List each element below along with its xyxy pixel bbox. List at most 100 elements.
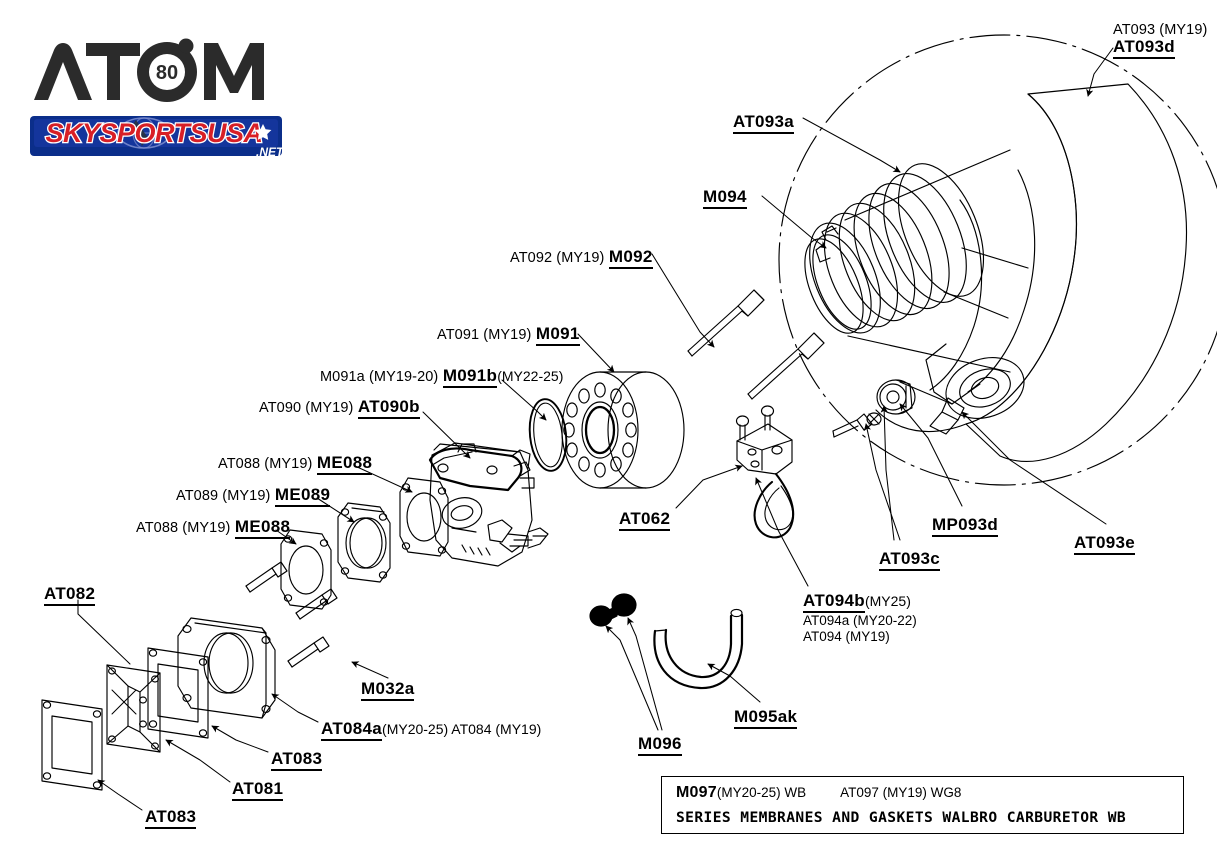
hose-clamp <box>804 225 872 334</box>
label-at093d-legacy: AT093 (MY19) <box>1113 22 1208 38</box>
label-m091b-current: M091b <box>442 366 498 388</box>
label-m096-current: M096 <box>638 734 682 756</box>
housing-seam-3 <box>899 381 981 405</box>
label-at090b-legacy: AT090 (MY19) <box>259 400 354 416</box>
o-ring <box>528 398 568 472</box>
caption-box: M097(MY20-25) WB AT097 (MY19) WG8 SERIES … <box>661 776 1184 834</box>
label-m091b-legacy: M091a (MY19-20) <box>320 369 439 385</box>
caption-alt-code: AT097 (MY19) WG8 <box>840 785 962 800</box>
label-mp093d: MP093d <box>932 515 999 537</box>
logo-badge-80: 80 <box>156 62 178 84</box>
brand-logo: 80 SKYSPORTSUSA .NET <box>24 20 286 160</box>
leader-lines <box>77 47 1114 811</box>
label-at081: AT081 <box>232 779 284 801</box>
mount-boss-web <box>925 343 953 405</box>
reed-valve-cage <box>106 664 161 753</box>
mount-boss-bore <box>970 376 1000 400</box>
gasket-me088-upper <box>399 477 449 557</box>
label-at093e-current: AT093e <box>1074 533 1136 555</box>
air-filter-block <box>561 371 685 489</box>
label-m092: AT092 (MY19) M092 <box>510 247 653 269</box>
label-m092-legacy: AT092 (MY19) <box>510 250 605 266</box>
label-at084a-current: AT084a <box>321 719 383 741</box>
label-m091: AT091 (MY19) M091 <box>437 324 580 346</box>
logo-skysportsusa-text: SKYSPORTSUSA <box>45 118 262 148</box>
label-at083-outer-current: AT083 <box>145 807 197 829</box>
fuel-hose-m095ak <box>653 608 744 690</box>
label-at082-current: AT082 <box>44 584 96 606</box>
label-me089-legacy: AT089 (MY19) <box>176 488 271 504</box>
grommet-bridge <box>608 605 618 621</box>
caption-line-1: M097(MY20-25) WB AT097 (MY19) WG8 <box>676 784 1183 802</box>
label-m032a: M032a <box>361 679 415 701</box>
label-m092-current: M092 <box>608 247 653 269</box>
mount-bolt-3 <box>287 636 330 668</box>
housing-seam-2 <box>961 247 1029 269</box>
crankcase-outer-shell <box>965 83 1188 462</box>
caption-title: SERIES MEMBRANES AND GASKETS WALBRO CARB… <box>676 809 1127 826</box>
label-at094b-legacy-b: AT094 (MY19) <box>803 628 890 644</box>
label-at094b-current: AT094b <box>803 591 865 613</box>
label-me088-lower-current: ME088 <box>234 517 291 539</box>
label-m095ak: M095ak <box>734 707 798 729</box>
crankcase-bottom-edge <box>875 409 967 433</box>
label-me088-upper-current: ME088 <box>316 453 373 475</box>
label-me089-current: ME089 <box>274 485 331 507</box>
label-at094b: AT094b(MY25) AT094a (MY20-22) AT094 (MY1… <box>803 591 917 644</box>
label-me088-lower-legacy: AT088 (MY19) <box>136 520 231 536</box>
logo-tld-text: .NET <box>256 145 285 159</box>
caption-code-years: (MY20-25) WB <box>716 785 807 800</box>
label-at084a: AT084a(MY20-25) AT084 (MY19) <box>321 719 542 741</box>
label-m094: M094 <box>703 187 747 209</box>
pivot-bolt <box>832 412 882 438</box>
label-me088-lower: AT088 (MY19) ME088 <box>136 517 291 539</box>
label-m091-current: M091 <box>535 324 580 346</box>
label-at094b-legacy-a: AT094a (MY20-22) <box>803 613 917 628</box>
caption-code: M097 <box>676 784 717 801</box>
label-at062: AT062 <box>619 509 671 531</box>
label-at093c: AT093c <box>879 549 941 571</box>
mount-boss-mid <box>959 368 1011 408</box>
label-at083-outer: AT083 <box>145 807 197 829</box>
intake-boot <box>809 149 1011 373</box>
label-at081-current: AT081 <box>232 779 284 801</box>
label-at093a-current: AT093a <box>733 112 795 134</box>
engine-intake-assembly <box>778 34 1217 486</box>
crankcase-inner-edge <box>965 93 1077 425</box>
spacer-me089 <box>337 502 391 583</box>
label-m091b-years: (MY22-25) <box>497 368 564 384</box>
mount-bolt-1 <box>245 561 288 593</box>
label-at084a-years: (MY20-25) AT084 (MY19) <box>382 721 542 737</box>
label-at093d-current: AT093d <box>1113 37 1175 59</box>
assembly-envelope-circle <box>778 34 1217 486</box>
boot-top-line <box>844 149 1011 221</box>
logo-skysportsusa: SKYSPORTSUSA .NET <box>30 116 285 159</box>
long-bolt-lower <box>747 332 825 400</box>
logo-atom-wordmark <box>34 38 264 102</box>
label-me089: AT089 (MY19) ME089 <box>176 485 331 507</box>
label-mp093d-current: MP093d <box>932 515 999 537</box>
label-at093d: AT093 (MY19) AT093d <box>1113 22 1208 59</box>
label-me088-upper: AT088 (MY19) ME088 <box>218 453 373 475</box>
label-m091-legacy: AT091 (MY19) <box>437 327 532 343</box>
long-bolt-upper <box>687 289 765 357</box>
label-m095ak-current: M095ak <box>734 707 798 729</box>
label-at062-current: AT062 <box>619 509 671 531</box>
reed-gasket-at083-mid <box>147 647 209 739</box>
housing-rib-2 <box>929 199 983 391</box>
reed-gasket-at083-outer <box>41 699 103 791</box>
label-me088-upper-legacy: AT088 (MY19) <box>218 456 313 472</box>
housing-rib-1 <box>967 169 1036 393</box>
label-at083-mid-current: AT083 <box>271 749 323 771</box>
label-at094b-years: (MY25) <box>864 593 911 609</box>
label-at093e: AT093e <box>1074 533 1136 555</box>
label-m032a-current: M032a <box>361 679 415 701</box>
label-m091b: M091a (MY19-20) M091b(MY22-25) <box>320 366 564 388</box>
grommet-2 <box>611 593 637 617</box>
label-m096: M096 <box>638 734 682 756</box>
label-at093a: AT093a <box>733 112 795 134</box>
logo-artwork: 80 SKYSPORTSUSA .NET <box>30 38 285 159</box>
mount-bolt-2 <box>295 588 338 620</box>
